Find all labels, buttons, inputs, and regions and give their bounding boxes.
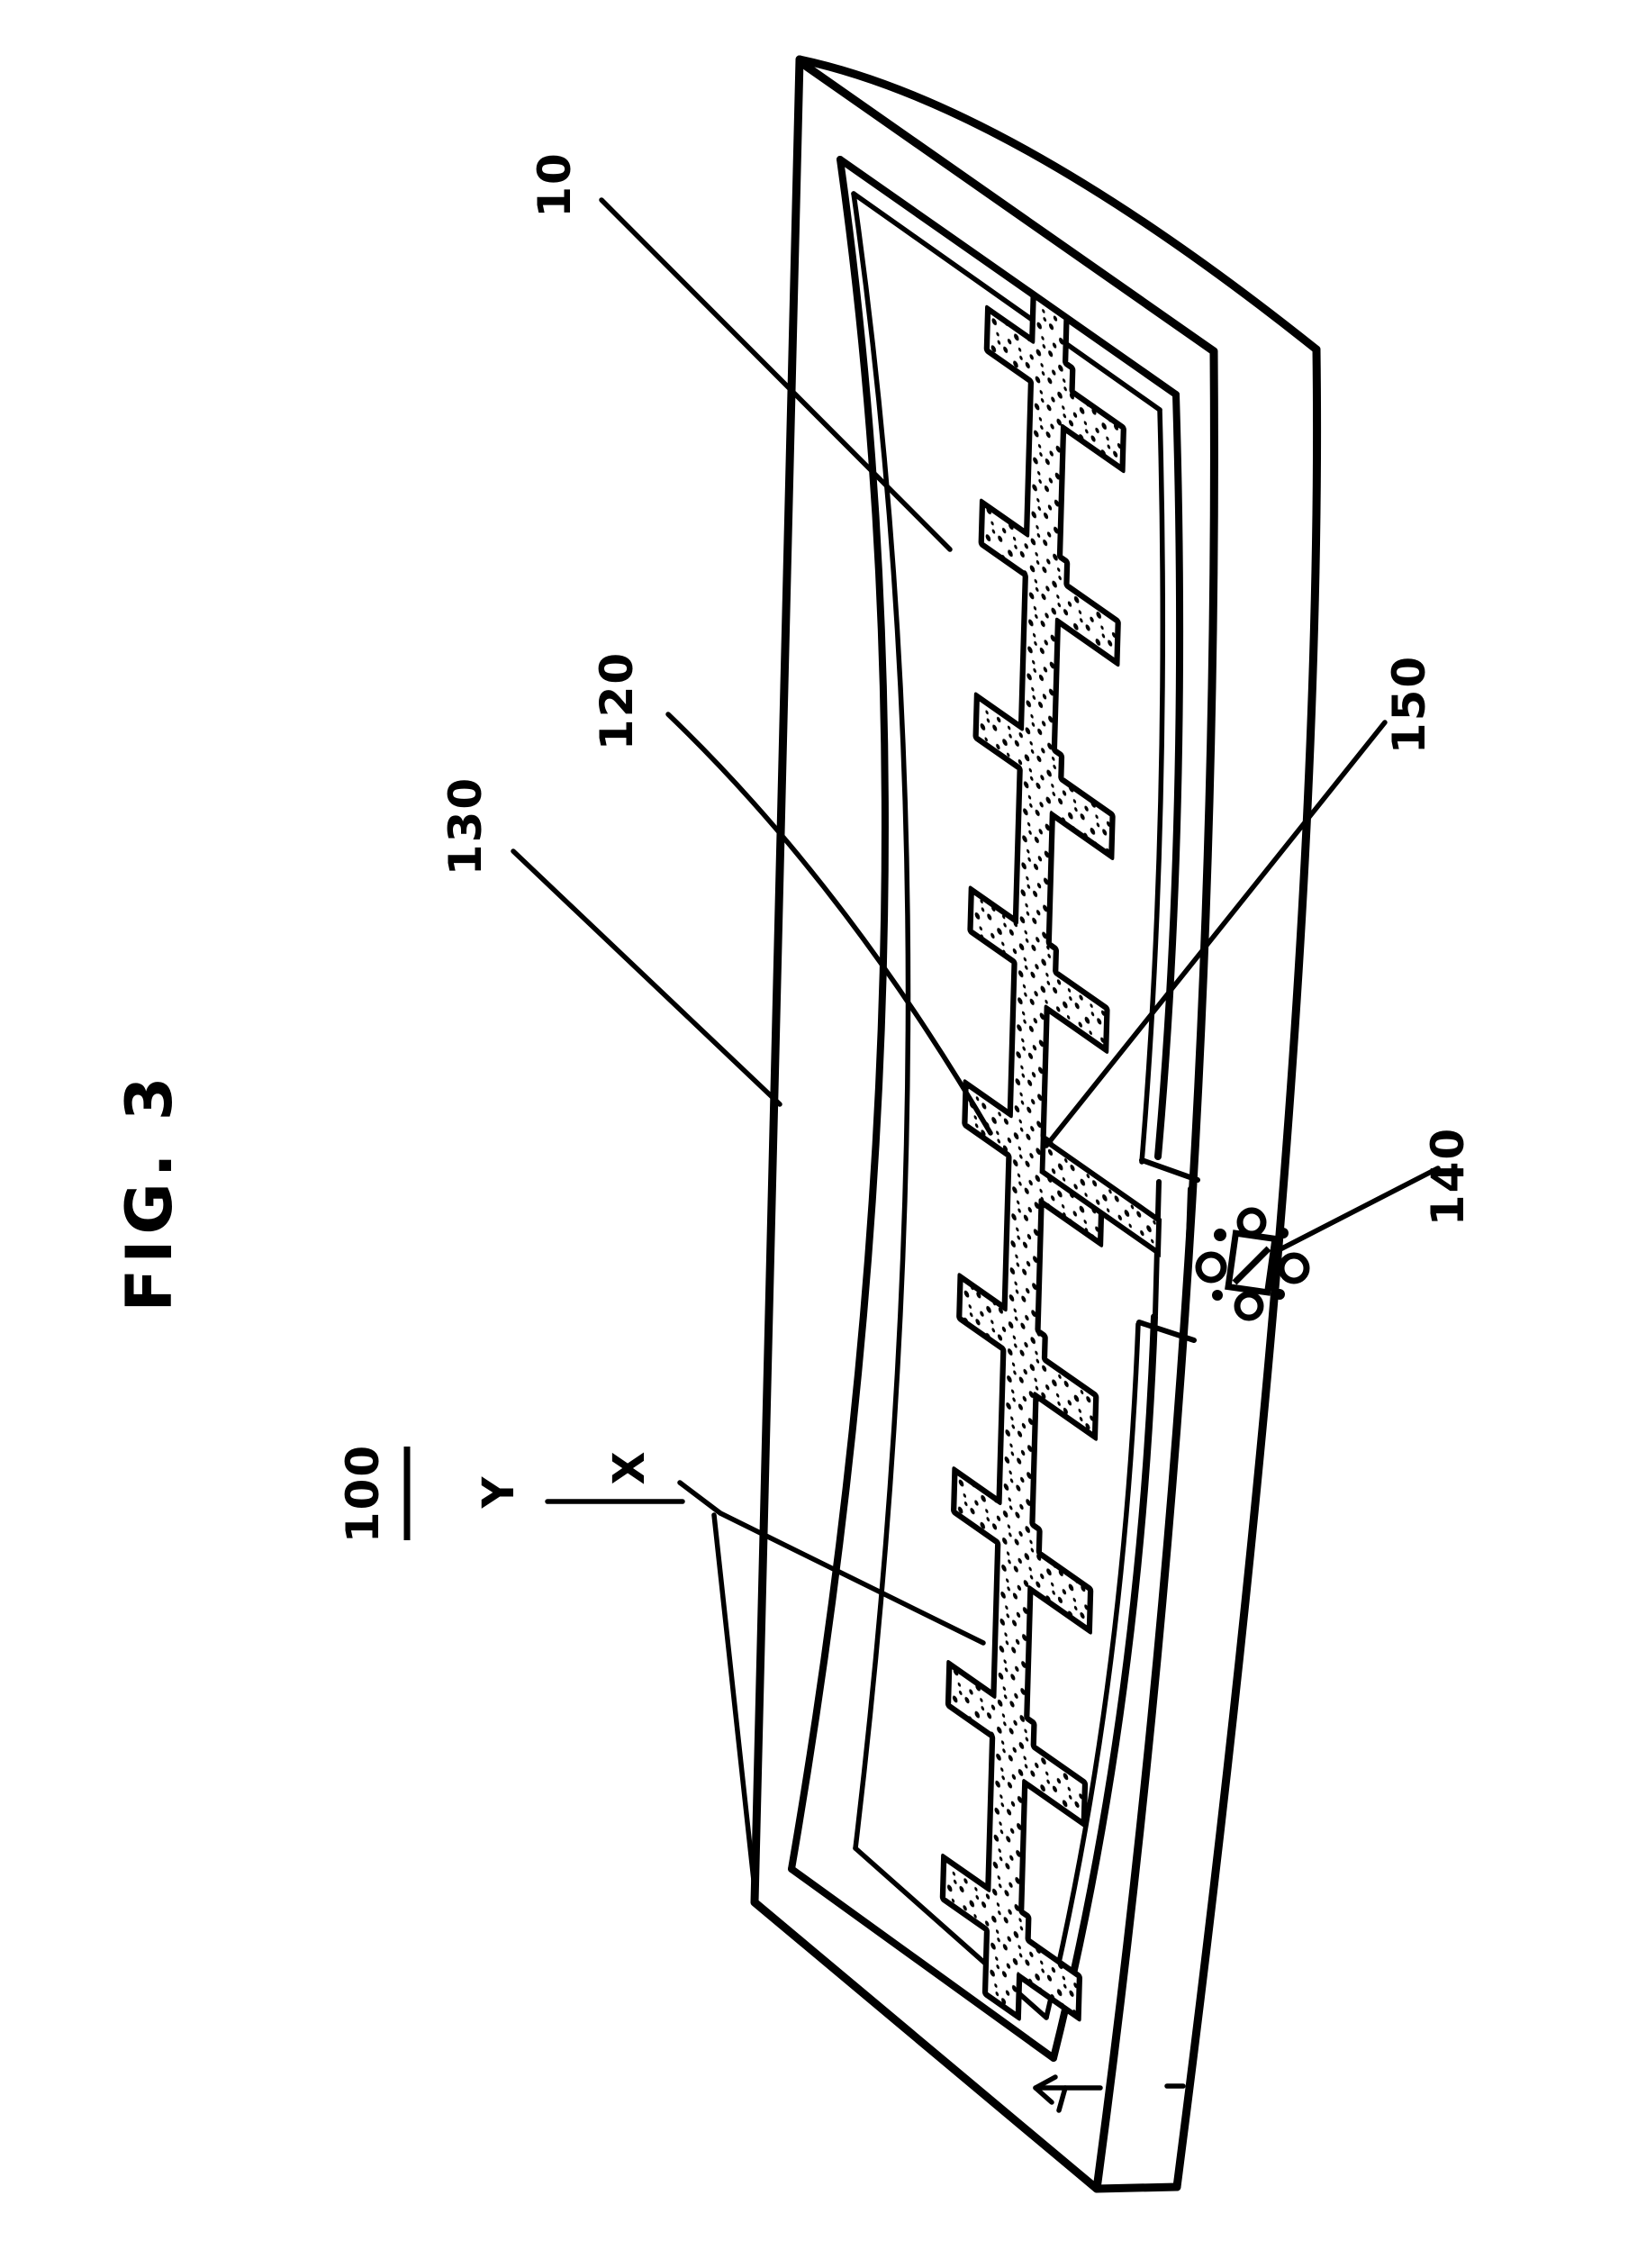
substrate-side-bottom-edge (1092, 2182, 1181, 2193)
frame-inner-right-edge-lower (1050, 1313, 1158, 2062)
substrate-top-edge (795, 55, 1321, 354)
meander-antenna-group (939, 291, 1162, 2022)
y-axis-line (711, 1512, 758, 1900)
feed-gap-cut-top (1139, 1157, 1200, 1183)
chip-component (1195, 1207, 1310, 1321)
chip-pad-top (1236, 1207, 1267, 1238)
leader-lines (511, 197, 1441, 1255)
chip-body-diagonal (1232, 1246, 1271, 1285)
chip-pad-left (1195, 1251, 1227, 1284)
frame-bevel-right-upper (1139, 407, 1166, 1165)
leader-120 (665, 712, 993, 1136)
ref-label-150: 150 (1383, 655, 1435, 754)
chip-dot-sw (1212, 1290, 1223, 1301)
ref-label-120: 120 (591, 651, 643, 750)
chip-pad-right (1278, 1252, 1310, 1284)
bottom-axis-arrowhead (1033, 2074, 1068, 2113)
chip-dot-ne (1278, 1228, 1289, 1238)
substrate-front-face (750, 55, 1218, 2193)
substrate-back-right-edge (1172, 345, 1322, 2191)
frame-inner-bottom-edge (788, 1865, 1057, 2062)
leader-150 (1044, 720, 1388, 1148)
substrate-slab (750, 55, 1322, 2193)
chip-dot-nw (1214, 1229, 1226, 1241)
leader-10 (599, 197, 953, 552)
x-axis-leader (677, 1480, 723, 1516)
axis-label-x: X (604, 1451, 655, 1484)
ref-label-130: 130 (439, 776, 492, 875)
axis-lines (545, 1480, 1186, 2113)
feed-gap-rail-right (1183, 1186, 1193, 1320)
frame-border (788, 156, 1200, 2062)
feed-line (1039, 1134, 1162, 1258)
chip-dot-se (1274, 1289, 1285, 1300)
ref-label-100: 100 (337, 1444, 389, 1543)
leader-140 (1272, 1166, 1441, 1255)
ref-label-140: 140 (1422, 1127, 1474, 1226)
leader-130 (511, 848, 782, 1107)
figure-title: FIG. 3 (113, 1072, 186, 1312)
feed-gap-cut-bottom (1136, 1320, 1197, 1343)
meander-antenna (939, 291, 1126, 2022)
ref-label-10: 10 (529, 151, 581, 218)
frame-inner-left-edge (788, 156, 889, 1873)
frame-inner-top-edge (837, 156, 1180, 398)
x-axis-line (718, 1510, 986, 1646)
frame-bevel-top (851, 191, 1162, 413)
frame-bevel-right-lower (1044, 1321, 1141, 2020)
axis-label-y: Y (474, 1475, 524, 1509)
frame-inner-right-edge-upper (1154, 391, 1184, 1160)
chip-pad-bottom (1234, 1291, 1264, 1321)
frame-bevel-left (851, 191, 911, 1851)
